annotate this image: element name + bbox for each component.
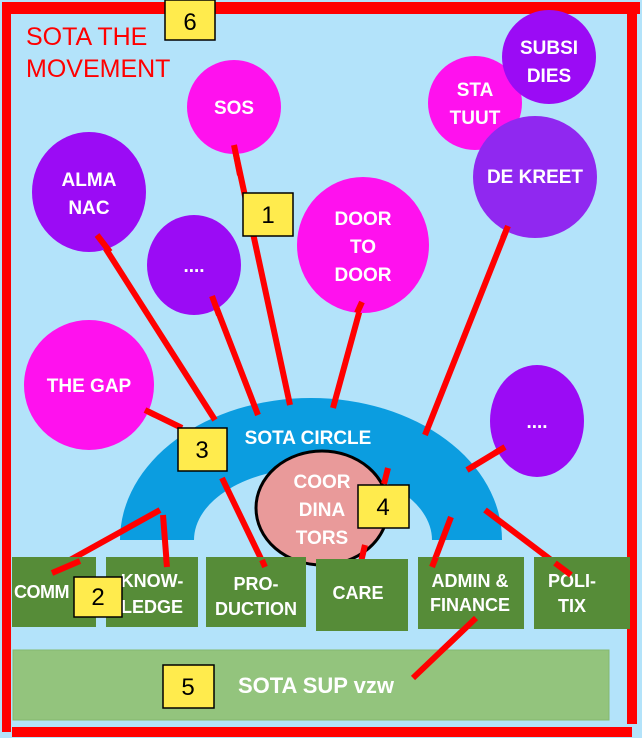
svg-text:COMM: COMM: [14, 582, 69, 602]
bubble-almanac: ALMA NAC: [32, 132, 146, 252]
svg-text:3: 3: [195, 437, 208, 464]
svg-text:DINA: DINA: [299, 500, 346, 521]
svg-text:NAC: NAC: [68, 198, 109, 219]
svg-text:SOTA SUP vzw: SOTA SUP vzw: [238, 673, 395, 698]
svg-text:DOOR: DOOR: [335, 209, 392, 230]
bubble-door-to-door: DOOR TO DOOR: [297, 177, 429, 313]
svg-text:STA: STA: [457, 80, 494, 101]
label-6: 6: [164, 0, 216, 41]
label-3: 3: [177, 427, 228, 472]
svg-text:....: ....: [183, 256, 204, 277]
svg-text:CARE: CARE: [332, 583, 383, 603]
svg-text:2: 2: [91, 584, 104, 611]
team-politix: POLI- TIX: [534, 557, 630, 629]
svg-text:TUUT: TUUT: [450, 108, 501, 129]
svg-text:TIX: TIX: [558, 596, 586, 616]
team-admin-finance: ADMIN & FINANCE: [418, 557, 524, 629]
svg-text:LEDGE: LEDGE: [121, 597, 183, 617]
svg-text:THE GAP: THE GAP: [47, 376, 132, 397]
svg-text:TORS: TORS: [296, 528, 348, 549]
svg-text:ADMIN &: ADMIN &: [432, 571, 509, 591]
sota-circle-label: SOTA CIRCLE: [245, 428, 372, 449]
svg-text:1: 1: [261, 202, 274, 229]
svg-text:SUBSI: SUBSI: [520, 38, 578, 59]
svg-text:KNOW-: KNOW-: [121, 571, 184, 591]
svg-text:4: 4: [376, 494, 389, 521]
svg-text:SOS: SOS: [214, 98, 254, 119]
bubble-dots-left: ....: [147, 215, 241, 315]
label-1: 1: [242, 192, 294, 237]
svg-text:5: 5: [181, 674, 194, 701]
svg-text:PRO-: PRO-: [234, 574, 279, 594]
coordinators: COOR DINA TORS: [254, 449, 390, 567]
svg-text:POLI-: POLI-: [548, 571, 596, 591]
label-2: 2: [73, 576, 123, 618]
svg-text:....: ....: [526, 412, 547, 433]
sota-sup-vzw: SOTA SUP vzw: [12, 649, 610, 721]
svg-text:ALMA: ALMA: [62, 170, 117, 191]
bubble-sos: SOS: [187, 60, 281, 154]
bubble-subsidies: SUBSI DIES: [502, 10, 596, 104]
svg-text:DIES: DIES: [527, 66, 571, 87]
svg-text:6: 6: [183, 9, 196, 36]
team-production: PRO- DUCTION: [206, 557, 306, 627]
team-care: CARE: [316, 559, 408, 631]
svg-text:DUCTION: DUCTION: [215, 599, 297, 619]
title-line-1: SOTA THE: [26, 23, 147, 51]
label-4: 4: [357, 484, 410, 529]
label-5: 5: [162, 664, 215, 709]
svg-text:FINANCE: FINANCE: [430, 595, 510, 615]
svg-text:TO: TO: [350, 237, 376, 258]
bubble-dots-right: ....: [490, 365, 584, 477]
svg-text:COOR: COOR: [294, 472, 351, 493]
svg-text:DE KREET: DE KREET: [487, 167, 583, 188]
bubble-statuut: STA TUUT: [428, 56, 522, 150]
bubble-the-gap: THE GAP: [24, 320, 154, 450]
bubble-de-kreet: DE KREET: [473, 116, 597, 238]
svg-text:DOOR: DOOR: [335, 265, 392, 286]
title-line-2: MOVEMENT: [26, 55, 170, 83]
